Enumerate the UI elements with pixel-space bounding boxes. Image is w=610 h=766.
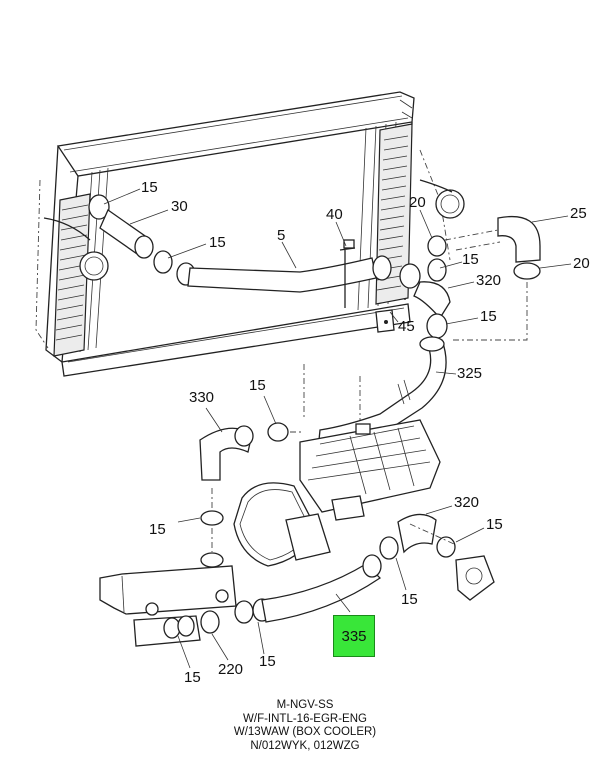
callout-30: 30: [171, 198, 188, 215]
upper-tube-assembly: [88, 194, 541, 341]
callout-25: 25: [570, 205, 587, 222]
callout-320: 320: [476, 272, 502, 289]
caption-line-3: W/13WAW (BOX COOLER): [233, 726, 377, 738]
callout-5: 5: [277, 227, 286, 244]
lower-tube-assembly: [261, 513, 495, 623]
callout-325: 325: [457, 365, 483, 382]
left-hoses: [199, 422, 304, 568]
callout-20: 20: [409, 194, 426, 211]
callout-320: 320: [454, 494, 480, 511]
caption-line-4: N/012WYK, 012WZG: [250, 739, 360, 752]
callout-15: 15: [209, 234, 226, 251]
callout-15: 15: [401, 591, 418, 608]
callout-330: 330: [189, 389, 215, 406]
cooler-assembly: [233, 336, 447, 567]
callout-220: 220: [218, 661, 244, 678]
caption-line-2: W/F-INTL-16-EGR-ENG: [243, 712, 367, 725]
callout-15: 15: [249, 377, 266, 394]
lower-bracket: [99, 565, 272, 647]
callout-15: 15: [486, 516, 503, 533]
callout-15: 15: [141, 179, 158, 196]
highlighted-part-335[interactable]: 335: [333, 615, 375, 657]
callout-15: 15: [480, 308, 497, 325]
diagram-caption: M-NGV-SS W/F-INTL-16-EGR-ENG W/13WAW (BO…: [200, 699, 410, 753]
callout-15: 15: [184, 669, 201, 686]
callout-40: 40: [326, 206, 343, 223]
callout-15: 15: [462, 251, 479, 268]
callout-20: 20: [573, 255, 590, 272]
callout-15: 15: [259, 653, 276, 670]
callout-45: 45: [398, 318, 415, 335]
leader-lines: [103, 188, 572, 669]
callout-15: 15: [149, 521, 166, 538]
caption-line-1: M-NGV-SS: [276, 699, 334, 711]
